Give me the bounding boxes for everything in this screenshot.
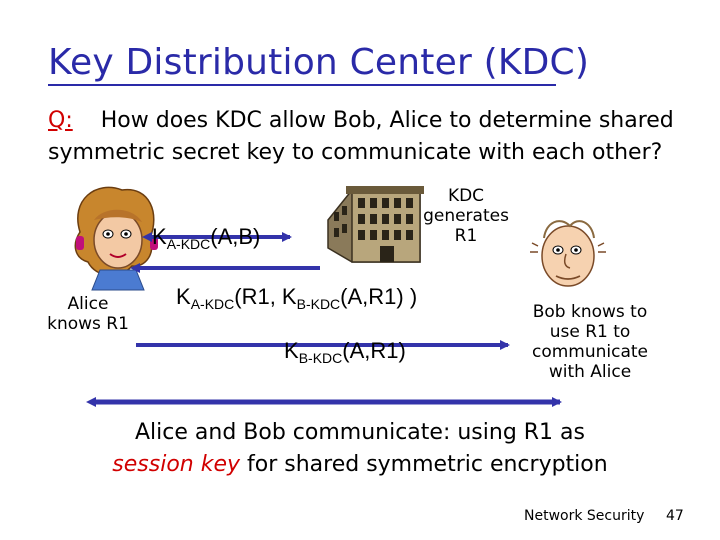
bob-note-line-2: use R1 to: [549, 322, 631, 342]
bob-icon: [530, 220, 606, 287]
m3-key-subscript: B-KDC: [298, 350, 343, 366]
session-key-term: session key: [112, 452, 241, 477]
m2-key-subscript: A-KDC: [190, 296, 235, 312]
message-alice-to-bob: KB-KDC(A,R1): [284, 338, 406, 366]
bob-note: Bob knows to use R1 to communicate with …: [520, 302, 660, 382]
alice-note-line-2: knows R1: [47, 314, 129, 334]
conclusion-line-1: Alice and Bob communicate: using R1 as: [135, 420, 585, 445]
alice-note-line-1: Alice: [67, 294, 109, 314]
message-kdc-to-alice: KA-KDC(R1, KB-KDC(A,R1) ): [176, 284, 417, 312]
m1-key: K: [152, 224, 167, 249]
kdc-note-line-1: KDC: [447, 186, 485, 206]
question-line-2: symmetric secret key to communicate with…: [48, 140, 663, 165]
conclusion-line-2-rest: for shared symmetric encryption: [240, 452, 608, 477]
conclusion-line-2: session key for shared symmetric encrypt…: [0, 452, 720, 477]
title-underline: [48, 84, 556, 86]
question-line-1: Q: How does KDC allow Bob, Alice to dete…: [48, 108, 674, 133]
kdc-note-line-2: generates: [423, 206, 509, 226]
footer-course: Network Security: [524, 508, 645, 524]
kdc-building-icon: [327, 186, 424, 263]
message-alice-to-kdc: KA-KDC(A,B): [152, 224, 260, 252]
m2-key2-subscript: B-KDC: [296, 296, 341, 312]
question-text-1: How does KDC allow Bob, Alice to determi…: [100, 108, 674, 133]
bob-note-line-4: with Alice: [548, 362, 632, 382]
m2-key: K: [176, 284, 191, 309]
kdc-note: KDC generates R1: [416, 186, 516, 246]
slide-title: Key Distribution Center (KDC): [48, 42, 590, 83]
bob-note-line-1: Bob knows to: [532, 302, 648, 322]
question-label: Q:: [48, 108, 73, 133]
m1-key-subscript: A-KDC: [166, 236, 211, 252]
footer-page-number: 47: [666, 508, 684, 524]
m1-args: (A,B): [210, 224, 261, 249]
kdc-note-line-3: R1: [454, 226, 478, 246]
m3-args: (A,R1): [342, 338, 406, 363]
bob-note-line-3: communicate: [531, 342, 649, 362]
m2-args: (A,R1) ): [340, 284, 418, 309]
m3-key: K: [284, 338, 299, 363]
alice-icon: [74, 186, 158, 291]
alice-note: Alice knows R1: [38, 294, 138, 334]
m2-mid: (R1, K: [234, 284, 297, 309]
